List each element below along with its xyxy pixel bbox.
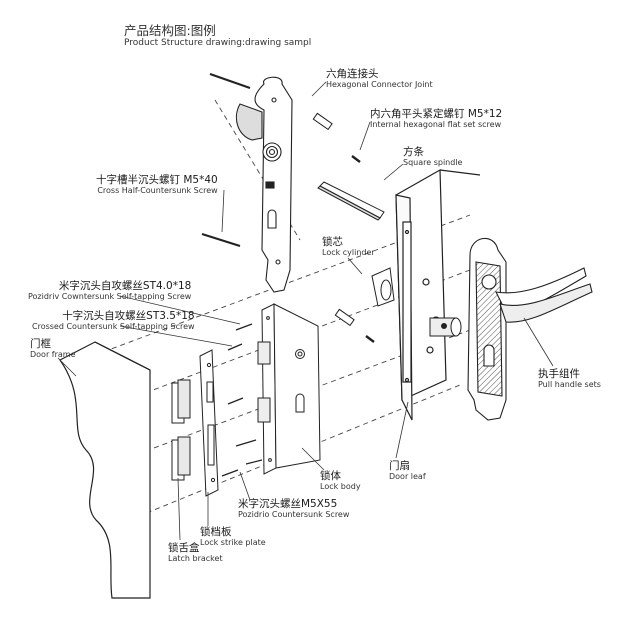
title-zh: 产品结构图:图例 [124, 23, 216, 38]
lock-strike-plate [199, 349, 219, 497]
square-spindle [317, 181, 385, 221]
hex-connector-joints [312, 112, 355, 327]
label-door-frame-zh: 门框 [30, 338, 51, 350]
leader-lines [57, 81, 554, 541]
label-st40-screw-en: Pozidriv Cowntersunk Self-tapping Screw [28, 292, 192, 302]
label-square-spindle-zh: 方条 [403, 146, 424, 158]
title-en: Product Structure drawing:drawing sampl [124, 38, 312, 49]
label-square-spindle-en: Square spindle [403, 158, 463, 168]
set-screws [351, 155, 375, 343]
door-frame [59, 341, 151, 599]
label-cross-screw: 十字槽半沉头螺钉 M5*40 Cross Half-Countersunk Sc… [96, 174, 218, 195]
label-lock-body-zh: 锁体 [320, 470, 341, 482]
latch-bracket [171, 379, 191, 481]
label-m5x55-screw-en: Pozidrio Countersunk Screw [238, 510, 350, 520]
diagram-title: 产品结构图:图例 Product Structure drawing:drawi… [124, 23, 312, 49]
label-set-screw-zh: 内六角平头紧定螺钉 M5*12 [370, 108, 503, 120]
front-handle-plate [235, 76, 293, 293]
label-pull-handle-set-en: Pull handle sets [538, 380, 601, 390]
label-set-screw-en: Internal hexagonal flat set screw [370, 120, 502, 130]
label-lock-body: 锁体 Lock body [320, 470, 361, 491]
label-lock-strike-plate-zh: 锁档板 [200, 526, 232, 538]
label-m5x55-screw-zh: 米字沉头螺丝M5X55 [238, 498, 338, 510]
label-st40-screw-zh: 米字沉头自攻螺丝ST4.0*18 [58, 280, 192, 292]
label-lock-strike-plate-en: Lock strike plate [200, 538, 266, 548]
label-door-leaf-en: Door leaf [389, 472, 426, 482]
cylinder-cam [371, 267, 395, 307]
door-leaf [395, 168, 481, 421]
label-lock-cylinder-en: Lock cylinder [322, 248, 375, 258]
label-latch-bracket: 锁舌盒 Latch bracket [168, 542, 223, 563]
label-hex-connector-joint: 六角连接头 Hexagonal Connector Joint [326, 68, 433, 89]
label-hex-connector-joint-en: Hexagonal Connector Joint [326, 80, 433, 90]
label-set-screw: 内六角平头紧定螺钉 M5*12 Internal hexagonal flat … [370, 108, 502, 129]
label-latch-bracket-en: Latch bracket [168, 554, 223, 564]
label-door-frame: 门框 Door frame [30, 338, 76, 359]
m5x55-screws [235, 439, 263, 465]
label-lock-body-en: Lock body [320, 482, 361, 492]
label-hex-connector-joint-zh: 六角连接头 [326, 68, 379, 80]
label-st40-screw: 米字沉头自攻螺丝ST4.0*18 Pozidriv Cowntersunk Se… [28, 280, 191, 301]
label-st35-screw-zh: 十字沉头自攻螺丝ST3.5*18 [62, 310, 195, 322]
label-lock-cylinder: 锁芯 Lock cylinder [322, 236, 375, 257]
pull-handle-set [467, 238, 593, 421]
label-st35-screw-en: Crossed Countersunk Self-tapping Screw [32, 322, 195, 332]
label-m5x55-screw: 米字沉头螺丝M5X55 Pozidrio Countersunk Screw [238, 498, 349, 519]
label-st35-screw: 十字沉头自攻螺丝ST3.5*18 Crossed Countersunk Sel… [32, 310, 195, 331]
self-tapping-screws [221, 323, 253, 477]
label-pull-handle-set-zh: 执手组件 [538, 368, 580, 380]
label-lock-strike-plate: 锁档板 Lock strike plate [200, 526, 266, 547]
label-square-spindle: 方条 Square spindle [403, 146, 462, 167]
lock-body [257, 303, 321, 475]
m5x40-screws [201, 73, 251, 247]
label-lock-cylinder-zh: 锁芯 [322, 236, 343, 248]
lock-cylinder [429, 316, 462, 337]
label-door-leaf-zh: 门扇 [389, 460, 410, 472]
label-pull-handle-set: 执手组件 Pull handle sets [538, 368, 601, 389]
label-door-leaf: 门扇 Door leaf [389, 460, 426, 481]
label-cross-screw-zh: 十字槽半沉头螺钉 M5*40 [96, 174, 218, 186]
label-cross-screw-en: Cross Half-Countersunk Screw [97, 186, 218, 196]
label-door-frame-en: Door frame [30, 350, 76, 360]
label-latch-bracket-zh: 锁舌盒 [168, 542, 200, 554]
